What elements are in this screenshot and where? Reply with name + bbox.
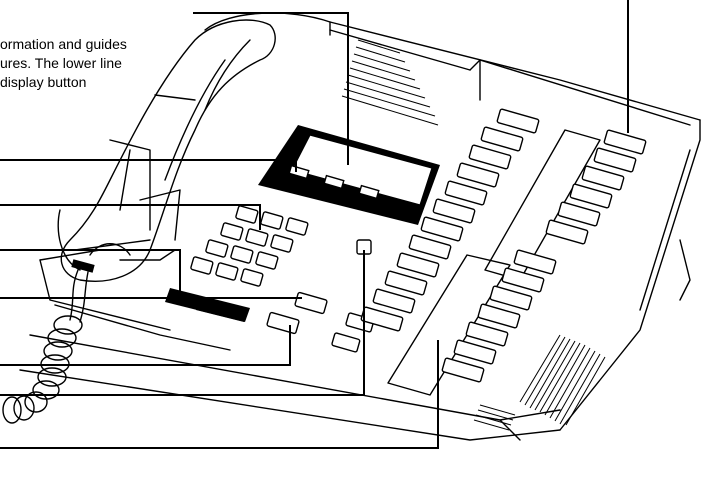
dialpad-callout	[0, 204, 261, 230]
memory-keys-center	[360, 108, 601, 396]
shift-key-callout	[0, 250, 365, 396]
callout-description: ormation and guides ures. The lower line…	[0, 35, 200, 92]
callout-text-line-2: ures. The lower line	[0, 55, 122, 71]
memory-keys-right	[441, 129, 647, 383]
function-keys	[266, 239, 375, 353]
display-screen-callout	[193, 12, 349, 165]
phone-body	[19, 12, 701, 441]
callout-lines	[0, 0, 629, 449]
display-buttons-callout	[0, 159, 297, 172]
callout-text-line-3: display button	[0, 74, 87, 90]
release-key-callout	[0, 325, 291, 366]
dialpad	[165, 205, 309, 322]
handset	[60, 19, 276, 282]
memory-keys-callout	[0, 340, 439, 449]
volume-bar-callout	[0, 249, 181, 292]
speaker-grille	[341, 39, 439, 126]
bottom-speaker-grille	[473, 334, 606, 431]
coiled-cord	[2, 269, 89, 424]
display-area	[258, 125, 440, 225]
callout-text-line-1: ormation and guides	[0, 36, 127, 52]
